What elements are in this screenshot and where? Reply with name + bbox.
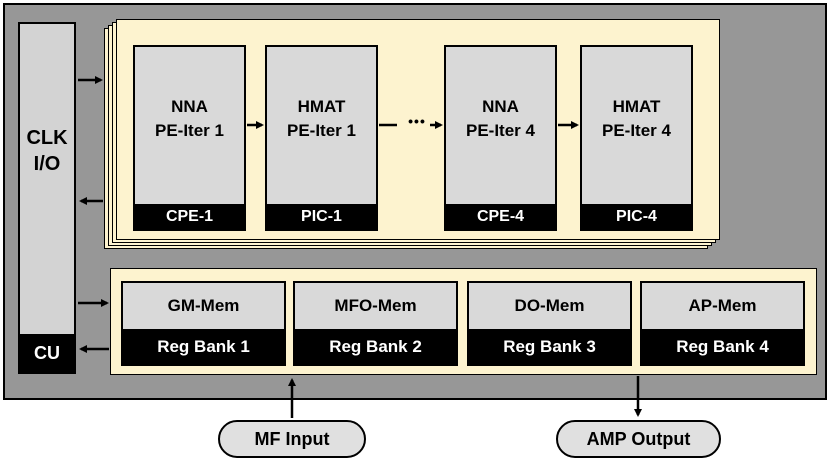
pe-block-pic-1: HMAT PE-Iter 1 PIC-1 — [265, 45, 378, 231]
mem-name: AP-Mem — [688, 295, 757, 315]
clk-label: CLK — [26, 127, 68, 149]
clk-io-block: CLK I/O — [20, 24, 74, 334]
reg-bank-label: Reg Bank 4 — [642, 329, 803, 364]
cu-label: CU — [20, 334, 74, 372]
mem-name: GM-Mem — [167, 295, 240, 315]
mf-input-pill: MF Input — [218, 420, 366, 458]
pe-iter-label: PE-Iter 4 — [466, 121, 535, 140]
io-label: I/O — [33, 153, 61, 175]
pe-block-cpe-1: NNA PE-Iter 1 CPE-1 — [133, 45, 246, 231]
control-unit: CLK I/O CU — [18, 22, 76, 374]
pe-title: HMAT PE-Iter 4 — [582, 47, 691, 191]
pe-iter-label: PE-Iter 1 — [287, 121, 356, 140]
reg-bank-label: Reg Bank 3 — [469, 329, 630, 364]
pe-type-label: NNA — [171, 97, 208, 116]
pe-label-bar: CPE-1 — [135, 204, 244, 229]
reg-bank-label: Reg Bank 2 — [295, 329, 456, 364]
pe-title: HMAT PE-Iter 1 — [267, 47, 376, 191]
pe-type-label: HMAT — [297, 97, 346, 116]
pe-iter-label: PE-Iter 1 — [155, 121, 224, 140]
pe-block-pic-4: HMAT PE-Iter 4 PIC-4 — [580, 45, 693, 231]
mem-block-gm: GM-Mem Reg Bank 1 — [121, 281, 286, 366]
amp-output-pill: AMP Output — [556, 420, 721, 458]
pe-type-label: HMAT — [612, 97, 661, 116]
mem-block-mfo: MFO-Mem Reg Bank 2 — [293, 281, 458, 366]
mem-block-do: DO-Mem Reg Bank 3 — [467, 281, 632, 366]
pe-type-label: NNA — [482, 97, 519, 116]
pe-title: NNA PE-Iter 4 — [446, 47, 555, 191]
mem-name: MFO-Mem — [334, 295, 417, 315]
pe-block-cpe-4: NNA PE-Iter 4 CPE-4 — [444, 45, 557, 231]
pe-title: NNA PE-Iter 1 — [135, 47, 244, 191]
pe-iter-label: PE-Iter 4 — [602, 121, 671, 140]
pe-label-bar: PIC-4 — [582, 204, 691, 229]
pe-label-bar: CPE-4 — [446, 204, 555, 229]
memory-panel: GM-Mem Reg Bank 1 MFO-Mem Reg Bank 2 DO-… — [110, 268, 817, 375]
mem-name: DO-Mem — [514, 295, 585, 315]
reg-bank-label: Reg Bank 1 — [123, 329, 284, 364]
pe-ellipsis: ••• — [408, 113, 426, 129]
mem-block-ap: AP-Mem Reg Bank 4 — [640, 281, 805, 366]
pe-label-bar: PIC-1 — [267, 204, 376, 229]
